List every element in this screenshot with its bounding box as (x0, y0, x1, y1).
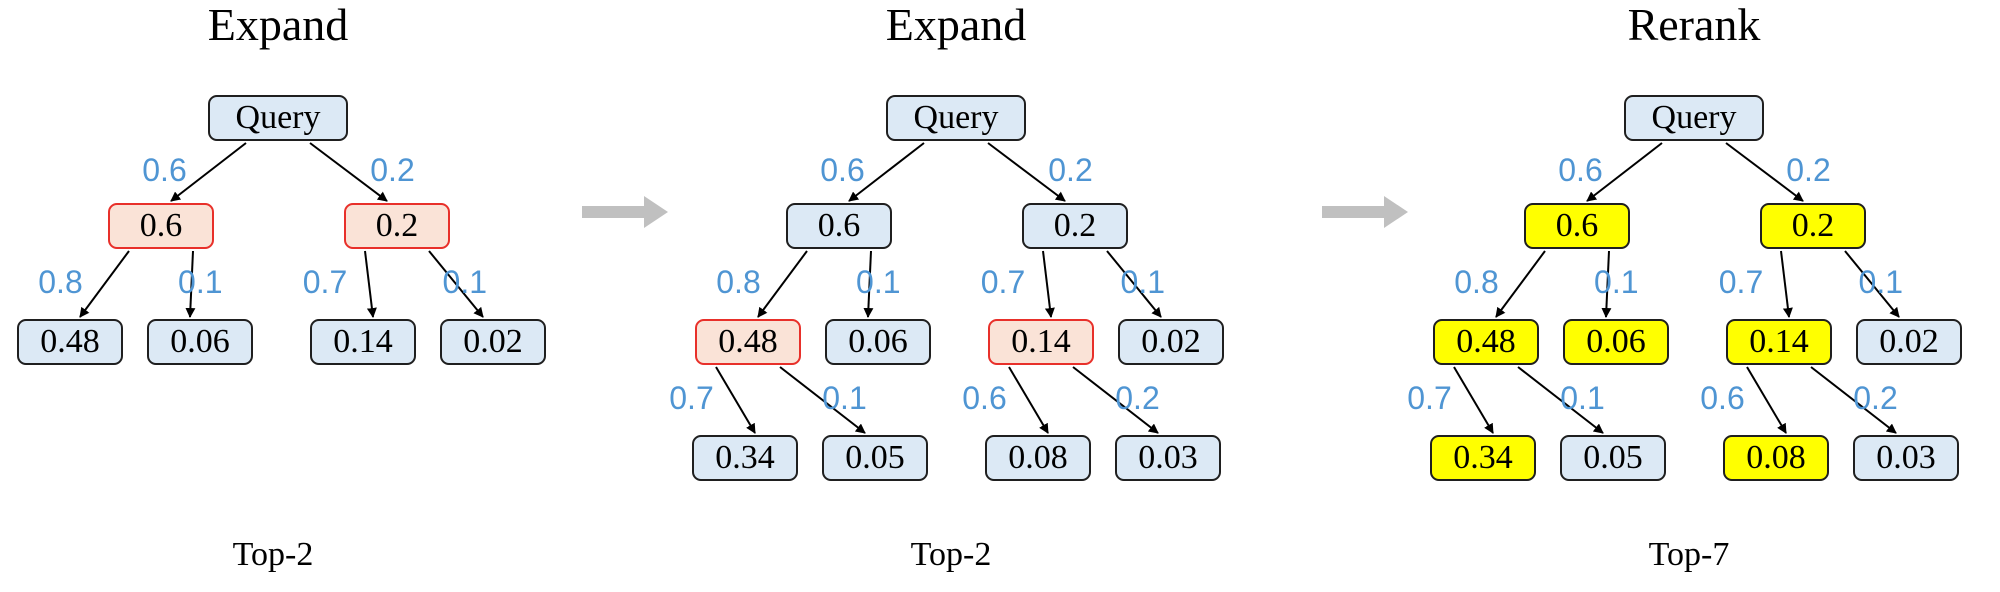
edge-arrow (863, 250, 874, 318)
candidate-node: 0.06 (1563, 319, 1669, 365)
edge-arrow (1844, 250, 1900, 318)
query-node: Query (208, 95, 348, 141)
edge-probability: 0.2 (1048, 152, 1093, 188)
edge-probability: 0.2 (1853, 380, 1898, 416)
edge-probability: 0.2 (370, 152, 415, 188)
candidate-node: 0.6 (108, 203, 214, 249)
edge-arrow (1008, 366, 1049, 434)
candidate-node: 0.03 (1115, 435, 1221, 481)
edge-probability: 0.7 (1718, 264, 1764, 300)
query-node: Query (1624, 95, 1764, 141)
query-node: Query (886, 95, 1026, 141)
edge-arrow (1042, 250, 1055, 318)
edge-probability: 0.7 (302, 264, 348, 300)
candidate-node: 0.06 (825, 319, 931, 365)
candidate-node: 0.34 (692, 435, 798, 481)
edge-probability: 0.8 (38, 264, 83, 300)
edge-probability: 0.7 (980, 264, 1026, 300)
edge-arrow (170, 142, 247, 202)
edge-probability: 0.1 (1120, 264, 1166, 300)
edge-probability: 0.1 (1858, 264, 1904, 300)
edge-arrow (1725, 142, 1804, 202)
edge-probability: 0.2 (1115, 380, 1160, 416)
edge-arrow (1453, 366, 1494, 434)
candidate-node: 0.6 (1524, 203, 1630, 249)
edge-probability: 0.7 (669, 380, 714, 416)
edge-arrow (79, 250, 130, 318)
candidate-node: 0.14 (988, 319, 1094, 365)
candidate-node: 0.08 (985, 435, 1091, 481)
edge-arrow (1601, 250, 1612, 318)
panel-title: Expand (207, 0, 349, 50)
candidate-node: 0.14 (310, 319, 416, 365)
edge-arrow (309, 142, 388, 202)
candidate-node: 0.05 (1560, 435, 1666, 481)
edge-arrow (1780, 250, 1793, 318)
candidate-node: 0.02 (1118, 319, 1224, 365)
edge-probability: 0.1 (442, 264, 488, 300)
candidate-node: 0.02 (440, 319, 546, 365)
edge-arrow (715, 366, 756, 434)
panel-title: Expand (885, 0, 1027, 50)
edge-probability: 0.6 (1700, 380, 1745, 416)
edge-probability: 0.7 (1407, 380, 1452, 416)
edge-probability: 0.6 (142, 152, 187, 188)
candidate-node: 0.48 (695, 319, 801, 365)
candidate-node: 0.6 (786, 203, 892, 249)
edge-probability: 0.8 (716, 264, 761, 300)
candidate-node: 0.08 (1723, 435, 1829, 481)
edge-arrow (1106, 250, 1162, 318)
candidate-node: 0.06 (147, 319, 253, 365)
edge-probability: 0.1 (1560, 380, 1605, 416)
candidate-node: 0.48 (1433, 319, 1539, 365)
edge-probability: 0.1 (178, 264, 223, 300)
edge-probability: 0.6 (1558, 152, 1603, 188)
candidate-node: 0.2 (344, 203, 450, 249)
candidate-node: 0.03 (1853, 435, 1959, 481)
edge-probability: 0.8 (1454, 264, 1499, 300)
panel-footer-topk: Top-7 (1648, 536, 1730, 573)
edge-arrow (848, 142, 925, 202)
edge-probability: 0.6 (962, 380, 1007, 416)
candidate-node: 0.2 (1760, 203, 1866, 249)
edge-arrow (1586, 142, 1663, 202)
edge-arrow (1072, 366, 1159, 434)
candidate-node: 0.05 (822, 435, 928, 481)
candidate-node: 0.14 (1726, 319, 1832, 365)
edge-arrow (428, 250, 484, 318)
edge-arrow (987, 142, 1066, 202)
edge-probability: 0.1 (1594, 264, 1639, 300)
edge-arrow (757, 250, 808, 318)
candidate-node: 0.48 (17, 319, 123, 365)
edge-probability: 0.6 (820, 152, 865, 188)
edge-arrow (1517, 366, 1604, 434)
candidate-node: 0.34 (1430, 435, 1536, 481)
edge-probability: 0.2 (1786, 152, 1831, 188)
candidate-node: 0.2 (1022, 203, 1128, 249)
pipeline-arrow-icon (582, 196, 668, 228)
edge-arrow (779, 366, 866, 434)
pipeline-arrow-icon (1322, 196, 1408, 228)
panel-title: Rerank (1627, 0, 1761, 50)
edge-probability: 0.1 (856, 264, 901, 300)
candidate-node: 0.02 (1856, 319, 1962, 365)
panel-footer-topk: Top-2 (910, 536, 992, 573)
edge-probability: 0.1 (822, 380, 867, 416)
panel-footer-topk: Top-2 (232, 536, 314, 573)
edge-arrow (1746, 366, 1787, 434)
edge-arrow (1495, 250, 1546, 318)
edge-arrow (364, 250, 377, 318)
edge-arrow (185, 250, 196, 318)
edge-arrow (1810, 366, 1897, 434)
